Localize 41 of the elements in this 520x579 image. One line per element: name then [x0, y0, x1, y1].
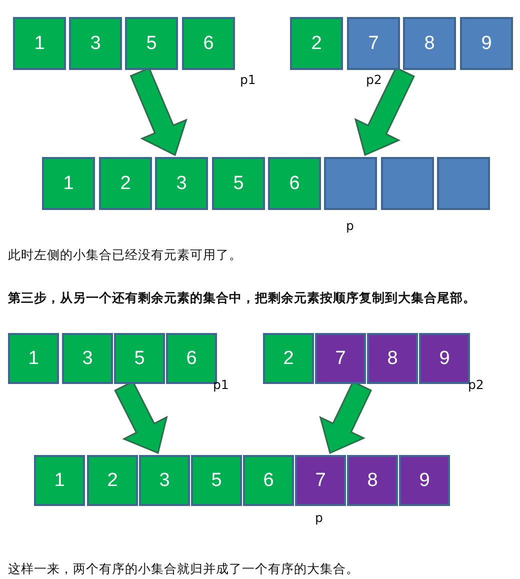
number-box: 2 [263, 333, 314, 384]
number-box: 3 [69, 17, 122, 70]
number-box: 2 [99, 157, 152, 210]
caption-text: 此时左侧的小集合已经没有元素可用了。 [8, 247, 242, 262]
number-box: 6 [268, 157, 321, 210]
number-box: 7 [315, 333, 366, 384]
number-box: 8 [347, 455, 398, 506]
empty-box [437, 157, 490, 210]
number-box: 5 [125, 17, 178, 70]
pointer-label: p2 [366, 72, 382, 87]
pointer-label: p [315, 510, 323, 525]
number-box: 9 [419, 333, 470, 384]
number-box: 5 [114, 333, 165, 384]
number-box: 3 [62, 333, 113, 384]
number-box: 3 [139, 455, 190, 506]
pointer-label: p2 [468, 377, 484, 392]
pointer-label: p [346, 218, 354, 233]
number-box: 3 [155, 157, 208, 210]
number-box: 6 [243, 455, 294, 506]
empty-box [381, 157, 434, 210]
number-box: 1 [42, 157, 95, 210]
caption-text: 这样一来，两个有序的小集合就归并成了一个有序的大集合。 [8, 561, 359, 576]
block-arrow [354, 66, 415, 156]
number-box: 7 [347, 17, 400, 70]
number-box: 1 [8, 333, 59, 384]
number-box: 9 [399, 455, 450, 506]
number-box: 5 [212, 157, 265, 210]
pointer-label: p1 [240, 72, 256, 87]
number-box: 1 [13, 17, 66, 70]
number-box: 8 [367, 333, 418, 384]
block-arrow [130, 67, 188, 156]
empty-box [324, 157, 377, 210]
number-box: 6 [182, 17, 235, 70]
number-box: 7 [295, 455, 346, 506]
number-box: 5 [191, 455, 242, 506]
number-box: 2 [290, 17, 343, 70]
step-heading: 第三步，从另一个还有剩余元素的集合中，把剩余元素按顺序复制到大集合尾部。 [8, 290, 476, 305]
number-box: 9 [460, 17, 513, 70]
number-box: 1 [34, 455, 85, 506]
number-box: 8 [403, 17, 456, 70]
number-box: 2 [87, 455, 138, 506]
